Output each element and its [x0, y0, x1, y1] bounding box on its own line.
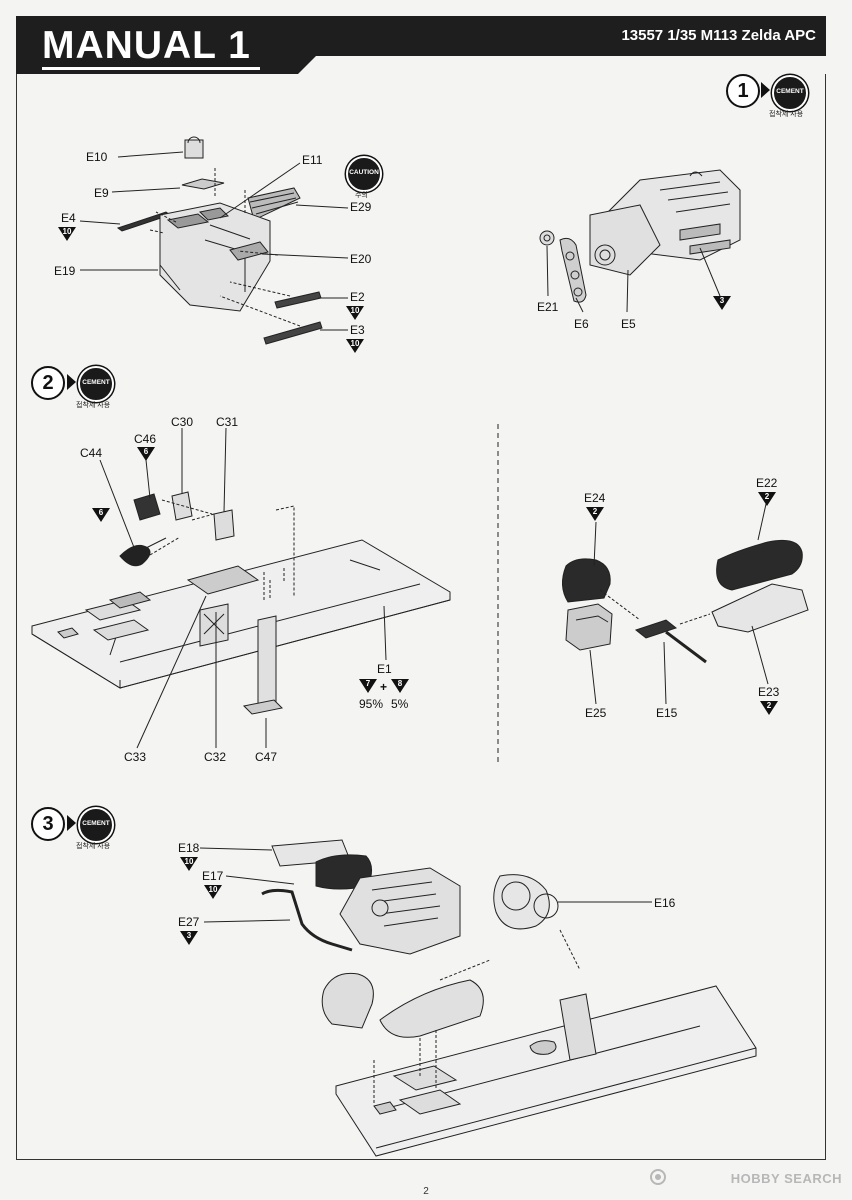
quantity-badge: 10 — [346, 306, 364, 320]
part-label-e25: E25 — [585, 706, 607, 720]
step-number: 1 — [726, 74, 760, 108]
paint-mix-ratio-a: 95% — [359, 697, 384, 711]
header-bar — [16, 16, 826, 74]
part-label-c44: C44 — [80, 446, 103, 460]
part-label-e6: E6 — [574, 317, 589, 331]
step-number: 3 — [31, 807, 65, 841]
cement-caption: 접착제 사용 — [76, 402, 111, 409]
product-name: 13557 1/35 M113 Zelda APC — [621, 27, 816, 44]
part-label-e11: E11 — [302, 153, 323, 167]
part-label-c46: C46 — [134, 432, 157, 446]
part-label-e16: E16 — [654, 896, 676, 910]
step1-engine-detail-drawing — [539, 169, 741, 313]
title-underline — [42, 67, 260, 70]
quantity-badge: 2 — [760, 701, 778, 715]
part-label-c47: C47 — [255, 750, 278, 764]
quantity-badge: 10 — [180, 857, 198, 871]
part-label-c33: C33 — [124, 750, 147, 764]
paint-mix-badge-a: 7 — [359, 679, 377, 693]
quantity-badge: 10 — [346, 339, 364, 353]
part-label-e20: E20 — [350, 252, 372, 266]
part-label-e29: E29 — [350, 200, 372, 214]
step-marker-arrow — [67, 815, 76, 831]
part-label-e15: E15 — [656, 706, 678, 720]
cement-caption: 접착제 사용 — [76, 843, 111, 850]
part-label-e24: E24 — [584, 491, 606, 505]
hobby-search-logo-icon — [650, 1169, 666, 1185]
part-label-e21: E21 — [537, 300, 559, 314]
step-marker-arrow — [761, 82, 770, 98]
cement-icon: CEMENT — [78, 366, 114, 402]
part-label-c31: C31 — [216, 415, 239, 429]
part-label-e2: E2 — [350, 290, 365, 304]
part-label-e4: E4 — [61, 211, 76, 225]
part-label-e17: E17 — [202, 869, 224, 883]
quantity-badge: 2 — [586, 507, 604, 521]
step2-transmission-drawing — [562, 503, 809, 705]
part-label-c30: C30 — [171, 415, 194, 429]
step-number: 2 — [31, 366, 65, 400]
part-label-c32: C32 — [204, 750, 227, 764]
cement-caption: 접착제 사용 — [769, 111, 804, 118]
part-label-e9: E9 — [94, 186, 109, 200]
part-label-e1: E1 — [377, 662, 392, 676]
watermark: HOBBY SEARCH — [730, 1171, 842, 1186]
quantity-badge: 10 — [204, 885, 222, 899]
step2-floor-plate-drawing — [31, 427, 451, 749]
cement-icon: CEMENT — [772, 75, 808, 111]
quantity-badge: 6 — [137, 447, 155, 461]
part-label-e10: E10 — [86, 150, 108, 164]
quantity-badge: 10 — [58, 227, 76, 241]
paint-mix-badge-b: 8 — [391, 679, 409, 693]
part-label-e27: E27 — [178, 915, 200, 929]
part-label-e3: E3 — [350, 323, 365, 337]
quantity-badge: 2 — [758, 492, 776, 506]
page-frame — [16, 74, 826, 1160]
part-label-e19: E19 — [54, 264, 76, 278]
step1-engine-block-drawing — [79, 136, 349, 345]
paint-mix-ratio-b: 5% — [391, 697, 409, 711]
caution-icon: CAUTION — [346, 156, 382, 192]
part-label-e5: E5 — [621, 317, 636, 331]
step3-final-assembly-drawing — [199, 839, 757, 1157]
page-number: 2 — [423, 1186, 429, 1197]
quantity-badge: 3 — [180, 931, 198, 945]
cement-icon: CEMENT — [78, 807, 114, 843]
part-label-e22: E22 — [756, 476, 778, 490]
quantity-badge: 6 — [92, 508, 110, 522]
paint-mix-plus: + — [380, 680, 388, 694]
part-label-e18: E18 — [178, 841, 200, 855]
step-marker-arrow — [67, 374, 76, 390]
caution-caption: 주의 — [355, 192, 368, 199]
subassembly-badge: 3 — [713, 296, 731, 310]
part-label-e23: E23 — [758, 685, 780, 699]
page-title: MANUAL 1 — [42, 24, 251, 67]
